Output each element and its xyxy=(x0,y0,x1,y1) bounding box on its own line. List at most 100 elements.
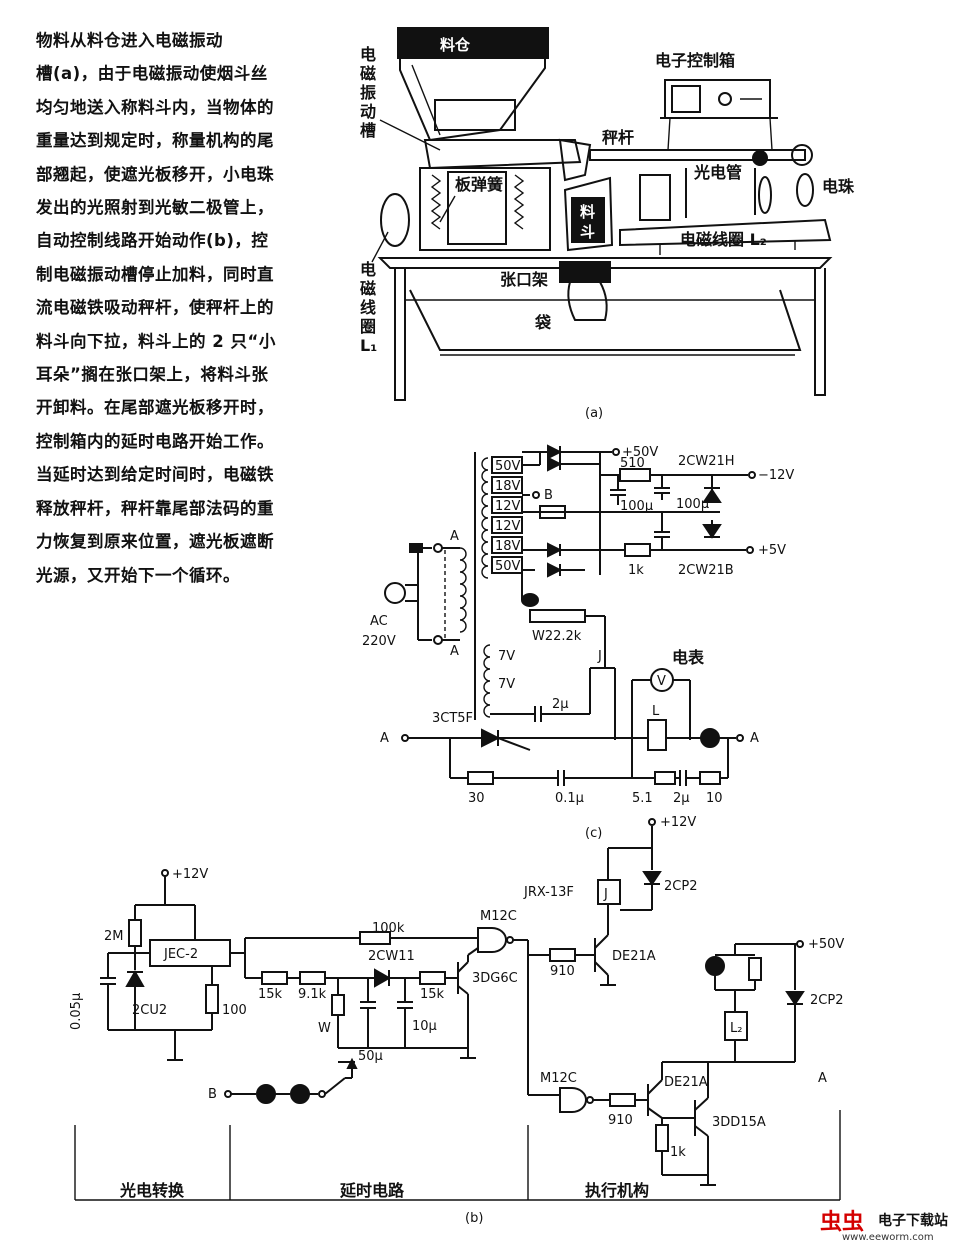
r10-label: 10 xyxy=(706,791,723,806)
l-label: L xyxy=(652,704,660,719)
bag-label: 袋 xyxy=(534,313,552,332)
svg-text:槽: 槽 xyxy=(360,121,376,140)
description-line: 流电磁铁吸动秤杆，使秤杆上的 xyxy=(36,298,274,318)
v12-out-label: −12V xyxy=(758,468,794,483)
balance-arm-label: 秤杆 xyxy=(602,128,634,147)
scr-line: A 3CT5F A xyxy=(380,711,759,806)
gate-1: M12C xyxy=(467,909,528,956)
pot-and-7v: W22.2k J 7V 7V 2μ xyxy=(483,570,616,740)
zener-label: 2CW11 xyxy=(368,949,415,964)
pot-label: W22.2k xyxy=(532,629,582,644)
svg-text:料: 料 xyxy=(580,203,595,221)
c100b-label: 100μ xyxy=(676,497,709,512)
description-line: 耳朵”搁在张口架上，将料斗张 xyxy=(36,365,269,385)
meter-name-label: 电表 xyxy=(672,648,705,667)
figure-b-circuit: +12V 2M JEC-2 0.05μ 2CU2 100 xyxy=(69,815,844,1226)
delay-stage: 100k 15k 9.1k 2CW11 15k W xyxy=(208,921,518,1104)
section-delay-label: 延时电路 xyxy=(339,1181,405,1200)
v12-right-label: +12V xyxy=(660,815,696,830)
winding-label: 18V xyxy=(495,539,521,554)
svg-text:线: 线 xyxy=(360,298,376,317)
balance-arm: 秤杆 xyxy=(589,128,813,166)
right-stand: 光电管 电珠 电磁线圈 L₂ xyxy=(619,163,855,255)
svg-text:电: 电 xyxy=(360,260,376,279)
logo-url: www.eeworm.com xyxy=(842,1232,934,1243)
a-top-label: A xyxy=(450,529,459,544)
r2m-label: 2M xyxy=(104,929,124,944)
section-execution-label: 执行机构 xyxy=(585,1181,649,1200)
svg-text:圈: 圈 xyxy=(360,317,376,336)
phototube-label: 光电管 xyxy=(693,163,742,182)
r91k-label: 9.1k xyxy=(298,987,327,1002)
j-label: J xyxy=(597,649,602,664)
jec-label: JEC-2 xyxy=(163,947,198,962)
r1k-label: 1k xyxy=(670,1145,686,1160)
description-line: 开卸料。在尾部遮光板移开时， xyxy=(36,398,274,418)
d2cp2-right-label: 2CP2 xyxy=(810,993,843,1008)
c10u-label: 10μ xyxy=(412,1019,437,1034)
execution-bottom: M12C 910 DE21A 1k 3DD15A xyxy=(528,1061,766,1186)
c2u-label: 2μ xyxy=(552,697,569,712)
r910a-label: 910 xyxy=(550,964,575,979)
figure-a-machine: 料仓 板弹簧 电 磁 振 动 xyxy=(360,27,855,421)
svg-text:电: 电 xyxy=(360,45,376,64)
winding-label: 12V xyxy=(495,519,521,534)
w7a-label: 7V xyxy=(498,649,515,664)
w7b-label: 7V xyxy=(498,677,515,692)
winding-label: 18V xyxy=(495,479,521,494)
r1k-label: 1k xyxy=(628,563,644,578)
d2cp2-top-label: 2CP2 xyxy=(664,879,697,894)
q3dg6c-label: 3DG6C xyxy=(472,971,518,986)
description-line: 重量达到规定时，称量机构的尾 xyxy=(36,131,274,151)
c100a-label: 100μ xyxy=(620,499,653,514)
winding-label: 12V xyxy=(495,499,521,514)
a-label: A xyxy=(818,1071,827,1086)
v50-out-label: +50V xyxy=(622,445,658,460)
trough-label: 电 磁 振 动 槽 xyxy=(360,45,376,140)
figure-c-caption: (c) xyxy=(585,826,602,841)
relay-label: JRX-13F xyxy=(523,885,574,900)
ac-label: AC xyxy=(370,614,388,629)
r510-label: 510 xyxy=(620,456,645,471)
r15k-b-label: 15k xyxy=(420,987,445,1002)
r100-label: 100 xyxy=(222,1003,247,1018)
q3dd15a-label: 3DD15A xyxy=(712,1115,766,1130)
svg-text:斗: 斗 xyxy=(580,223,595,241)
secondary-windings: 50V 18V 12V 12V 18V 50V xyxy=(481,456,523,579)
winding-label: 50V xyxy=(495,559,521,574)
bulb-label: 电珠 xyxy=(822,177,855,196)
description-line: 料斗向下拉，料斗上的 2 只“小 xyxy=(36,331,276,351)
c01-label: 0.1μ xyxy=(555,791,584,806)
w-label: W xyxy=(318,1021,331,1036)
photo-conversion-stage: +12V 2M JEC-2 0.05μ 2CU2 100 xyxy=(69,867,247,1061)
description-line: 槽(a)，由于电磁振动使烟斗丝 xyxy=(36,64,268,84)
r51-label: 5.1 xyxy=(632,791,653,806)
meter-and-load: 电表 V L xyxy=(631,648,720,751)
figure-b-caption: (b) xyxy=(465,1211,483,1226)
description-paragraph: 物料从料仓进入电磁振动 槽(a)，由于电磁振动使烟斗丝 均匀地送入称料斗内，当物… xyxy=(36,24,326,592)
gate2-label: M12C xyxy=(540,1071,577,1086)
ac-input: A A AC 220V xyxy=(362,529,467,659)
v5-out-label: +5V xyxy=(758,543,786,558)
vibrating-trough xyxy=(379,99,592,182)
meter-v-label: V xyxy=(657,674,666,689)
description-line: 力恢复到原来位置，遮光板遮断 xyxy=(36,532,274,552)
description-line: 制电磁振动槽停止加料，同时直 xyxy=(36,264,274,284)
logo-mark: 虫虫 xyxy=(820,1210,865,1235)
a-left-label: A xyxy=(380,731,389,746)
logo-name: 电子下载站 xyxy=(878,1213,948,1229)
b-label: B xyxy=(544,488,553,503)
hopper-label: 料仓 xyxy=(440,36,471,54)
execution-top: 910 DE21A J JRX-13F 2CP2 +12V xyxy=(523,815,697,1095)
relay-j-label: J xyxy=(603,887,608,902)
site-logo: 虫虫 电子下载站 www.eeworm.com xyxy=(812,1200,960,1248)
q-de21a-bot-label: DE21A xyxy=(664,1075,708,1090)
description-line: 光源，又开始下一个循环。 xyxy=(36,565,240,585)
svg-text:振: 振 xyxy=(360,83,376,102)
leaf-spring-label: 板弹簧 xyxy=(455,175,503,194)
description-line: 释放秤杆，秤杆靠尾部法码的重 xyxy=(36,498,274,518)
opening-frame: 张口架 xyxy=(500,261,611,289)
c50u-label: 50μ xyxy=(358,1049,383,1064)
section-ruler: 光电转换 延时电路 执行机构 xyxy=(74,1110,841,1201)
r15k-a-label: 15k xyxy=(258,987,283,1002)
